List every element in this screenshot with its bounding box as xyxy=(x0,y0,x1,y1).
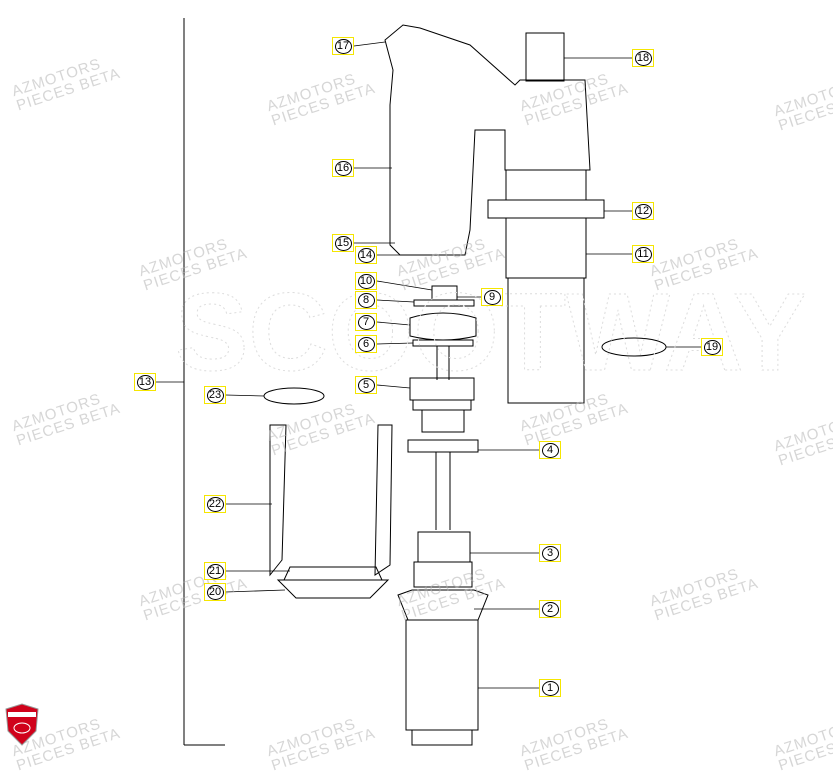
part-number: 22 xyxy=(206,496,224,512)
part-number: 14 xyxy=(357,247,375,263)
part-label-22[interactable]: 22 xyxy=(204,495,226,513)
adjuster-knob xyxy=(525,32,565,82)
part-label-18[interactable]: 18 xyxy=(632,49,654,67)
part-number: 13 xyxy=(136,374,154,390)
part-label-4[interactable]: 4 xyxy=(539,441,561,459)
part-number: 17 xyxy=(334,38,352,54)
part-label-2[interactable]: 2 xyxy=(539,600,561,618)
part-label-10[interactable]: 10 xyxy=(355,272,377,290)
part-label-8[interactable]: 8 xyxy=(355,291,377,309)
part-number: 11 xyxy=(634,246,652,262)
part-number: 20 xyxy=(206,584,224,600)
preload-ring xyxy=(487,199,605,219)
reservoir-body xyxy=(384,24,591,256)
shock-absorber-diagram: SCOOTWAY xyxy=(156,18,807,746)
part-label-21[interactable]: 21 xyxy=(204,562,226,580)
part-number: 23 xyxy=(206,387,224,403)
part-number: 18 xyxy=(634,50,652,66)
part-number: 4 xyxy=(541,442,559,458)
part-number: 16 xyxy=(334,160,352,176)
part-label-5[interactable]: 5 xyxy=(355,376,377,394)
part-label-15[interactable]: 15 xyxy=(332,234,354,252)
part-number: 21 xyxy=(206,563,224,579)
part-label-7[interactable]: 7 xyxy=(355,313,377,331)
part-label-6[interactable]: 6 xyxy=(355,335,377,353)
part-label-20[interactable]: 20 xyxy=(204,583,226,601)
part-label-19[interactable]: 19 xyxy=(701,338,723,356)
part-label-3[interactable]: 3 xyxy=(539,544,561,562)
part-number: 10 xyxy=(357,273,375,289)
part-number: 3 xyxy=(541,545,559,561)
part-label-11[interactable]: 11 xyxy=(632,245,654,263)
part-label-17[interactable]: 17 xyxy=(332,37,354,55)
part-label-16[interactable]: 16 xyxy=(332,159,354,177)
part-number: 7 xyxy=(357,314,375,330)
part-label-14[interactable]: 14 xyxy=(355,246,377,264)
part-number: 9 xyxy=(483,289,501,305)
part-label-9[interactable]: 9 xyxy=(481,288,503,306)
part-number: 15 xyxy=(334,235,352,251)
part-number: 12 xyxy=(634,203,652,219)
part-label-12[interactable]: 12 xyxy=(632,202,654,220)
part-number: 1 xyxy=(541,680,559,696)
part-number: 19 xyxy=(703,339,721,355)
part-label-13[interactable]: 13 xyxy=(134,373,156,391)
part-label-1[interactable]: 1 xyxy=(539,679,561,697)
spring-body xyxy=(507,277,585,404)
part-number: 5 xyxy=(357,377,375,393)
azmotors-logo xyxy=(5,703,39,746)
part-number: 6 xyxy=(357,336,375,352)
cap-20 xyxy=(276,579,390,599)
part-number: 2 xyxy=(541,601,559,617)
eyelet xyxy=(405,619,479,731)
part-label-23[interactable]: 23 xyxy=(204,386,226,404)
part-number: 8 xyxy=(357,292,375,308)
